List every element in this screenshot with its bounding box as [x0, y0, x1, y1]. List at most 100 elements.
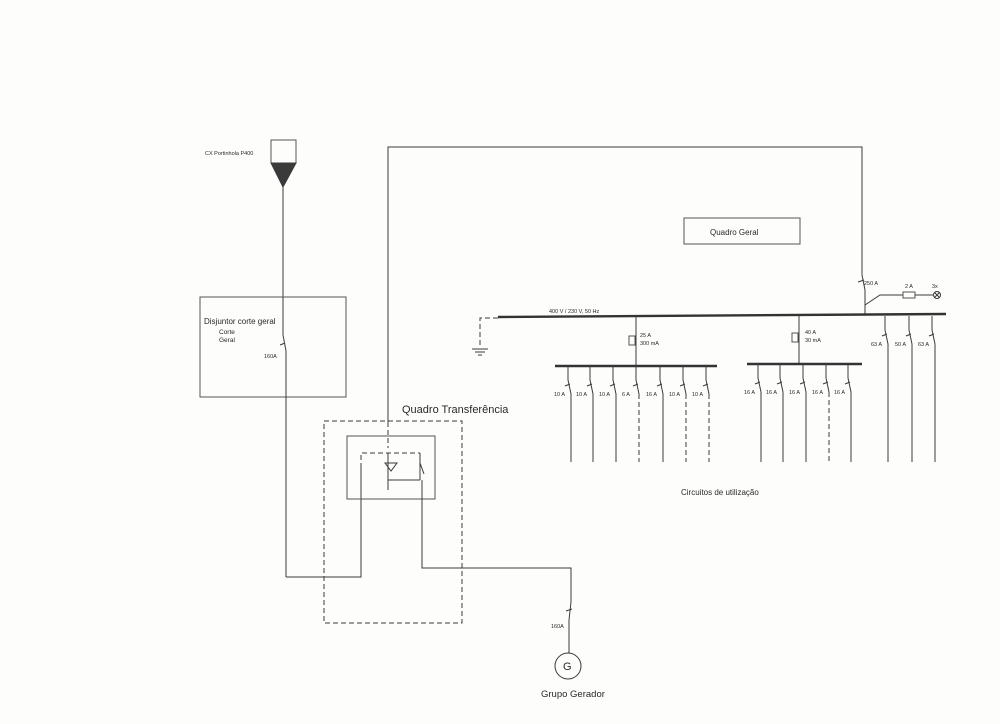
- transfer-switch-icon: [419, 462, 425, 475]
- aux-fuse-icon: [902, 291, 916, 299]
- supply-arrow-icon: [270, 162, 297, 189]
- generator-switch-icon: [568, 601, 572, 621]
- breaker-switch-icon: [612, 379, 617, 395]
- circuit-branch: 16 A: [744, 364, 762, 462]
- circuit-branch: 16 A: [789, 364, 807, 462]
- circuit-breaker-label: 16 A: [744, 390, 755, 396]
- generator-breaker: 160A: [551, 624, 564, 630]
- aux-circuit-cable: [864, 294, 903, 306]
- disjuntor-box: [199, 296, 347, 398]
- rcd2-rating: 40 A: [805, 330, 816, 336]
- breaker-tick: [822, 381, 829, 385]
- breaker-switch-icon: [635, 379, 640, 395]
- cable-to-generator: [421, 480, 572, 602]
- breaker-switch-icon: [931, 329, 936, 345]
- main-busbar: [497, 312, 947, 319]
- breaker-tick: [656, 383, 663, 387]
- disjuntor-corte-geral: Disjuntor corte geral Corte Geral 160A: [199, 296, 362, 578]
- breaker-tick: [702, 383, 709, 387]
- quadro-geral-box: [683, 217, 801, 245]
- breaker-tick: [754, 381, 761, 385]
- breaker-switch-icon: [847, 377, 852, 393]
- breaker-switch-icon: [908, 329, 913, 345]
- feeder-branch: 63 A: [918, 316, 936, 462]
- breaker-switch-icon: [659, 379, 664, 395]
- cable-to-transfer: [286, 468, 362, 578]
- aux-lamp-icon: [933, 291, 941, 299]
- disjuntor-title: Disjuntor corte geral: [204, 317, 276, 326]
- circuit-group-1: 10 A 10 A 10 A 6 A 16 A 10 A 10 A: [554, 366, 710, 462]
- supply-box-shape: [270, 139, 297, 164]
- breaker-tick: [844, 381, 851, 385]
- feeder-branch: 63 A: [871, 316, 889, 462]
- supply-connection: CX Portinhola P400: [205, 139, 297, 335]
- breaker-switch-icon: [757, 377, 762, 393]
- breaker-switch-icon: [682, 379, 687, 395]
- disjuntor-switch-tick: [279, 342, 286, 346]
- feeder-breaker-label: 63 A: [871, 342, 882, 348]
- circuit-breaker-label: 10 A: [692, 392, 703, 398]
- breaker-tick: [679, 383, 686, 387]
- feed-to-quadro-geral: [387, 146, 863, 422]
- circuit-branch: 16 A: [834, 364, 852, 462]
- breaker-switch-icon: [567, 379, 572, 395]
- circuit-branch: 16 A: [766, 364, 784, 462]
- main-breaker-label: 250 A: [864, 281, 878, 287]
- rcd2-sens: 30 mA: [805, 338, 821, 344]
- rcd1-icon: [628, 335, 636, 346]
- aux-lamp-cross-2: [934, 292, 940, 298]
- circuit-breaker-label: 16 A: [646, 392, 657, 398]
- circuit-breaker-label: 10 A: [576, 392, 587, 398]
- circuit-breaker-label: 16 A: [766, 390, 777, 396]
- breaker-switch-icon: [705, 379, 710, 395]
- transfer-dashed-link: [360, 452, 420, 468]
- breaker-tick: [632, 383, 639, 387]
- feeder-branch: 50 A: [895, 316, 913, 462]
- disjuntor-geral: Geral: [219, 337, 235, 344]
- circuit-branch: 10 A: [599, 366, 617, 462]
- quadro-geral-title: Quadro Geral: [710, 228, 759, 237]
- circuit-branch: 6 A: [622, 366, 640, 462]
- main-breaker-switch-icon: [861, 274, 866, 291]
- breaker-tick: [905, 333, 912, 337]
- rcd1-sens: 300 mA: [640, 341, 659, 347]
- breaker-tick: [928, 333, 935, 337]
- breaker-switch-icon: [779, 377, 784, 393]
- feeder-breaker-label: 63 A: [918, 342, 929, 348]
- circuit-branch: 16 A: [812, 364, 830, 462]
- earth-cable: [479, 317, 498, 348]
- disjuntor-corte: Corte: [219, 329, 235, 336]
- breaker-switch-icon: [884, 329, 889, 345]
- breaker-tick: [881, 333, 888, 337]
- transfer-arrow-icon: [384, 462, 398, 472]
- circuit-breaker-label: 10 A: [554, 392, 565, 398]
- feeder-breaker-label: 50 A: [895, 342, 906, 348]
- breaker-tick: [799, 381, 806, 385]
- circuit-breaker-label: 6 A: [622, 392, 630, 398]
- supply-label: CX Portinhola P400: [205, 151, 253, 157]
- circuitos-label: Circuitos de utilização: [681, 488, 759, 497]
- breaker-switch-icon: [589, 379, 594, 395]
- circuit-branch: 10 A: [554, 366, 572, 462]
- breaker-tick: [586, 383, 593, 387]
- aux-fuse-label: 2 A: [905, 284, 913, 290]
- breaker-tick: [776, 381, 783, 385]
- circuit-breaker-label: 16 A: [834, 390, 845, 396]
- breaker-switch-icon: [825, 377, 830, 393]
- generator-switch-tick: [565, 608, 573, 612]
- generator-label: Grupo Gerador: [541, 689, 605, 700]
- circuit-breaker-label: 16 A: [789, 390, 800, 396]
- breaker-tick: [609, 383, 616, 387]
- feeder-group: 63 A 50 A 63 A: [871, 316, 936, 462]
- breaker-tick: [564, 383, 571, 387]
- circuit-breaker-label: 10 A: [599, 392, 610, 398]
- circuit-breaker-label: 16 A: [812, 390, 823, 396]
- transfer-switch-box: [346, 435, 436, 500]
- rcd1-rating: 25 A: [640, 333, 651, 339]
- circuit-branch: 16 A: [646, 366, 664, 462]
- circuit-branch: 10 A: [669, 366, 687, 462]
- rcd2-icon: [791, 332, 799, 343]
- bus-label: 400 V / 230 V, 50 Hz: [549, 309, 599, 315]
